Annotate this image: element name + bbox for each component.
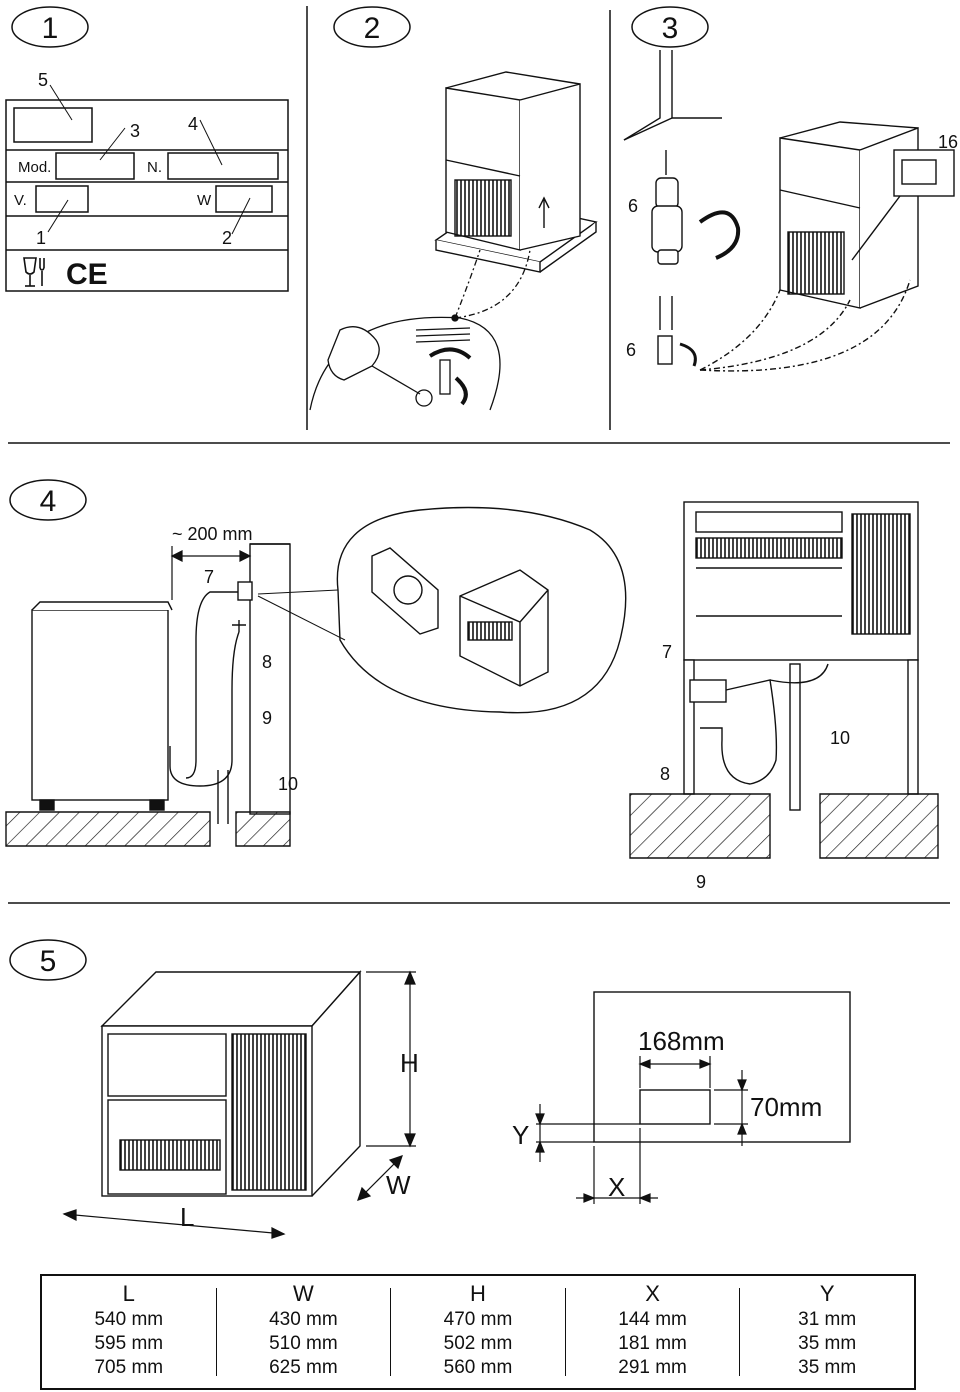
dimensions-table: L 540 mm 595 mm 705 mm W 430 mm 510 mm 6… [40,1274,916,1390]
left-callout-8: 8 [262,652,272,672]
table-header: Y [819,1281,835,1306]
table-cell: 35 mm [798,1333,857,1354]
dim-L-label: L [180,1202,194,1232]
table-col-H: H 470 mm 502 mm 560 mm [391,1276,565,1388]
table-cell: 595 mm [94,1333,164,1354]
unit-on-pallet [434,71,598,273]
table-cell: 144 mm [618,1309,687,1330]
right-callout-7: 7 [662,642,672,662]
plate-callout-3: 3 [130,121,140,141]
distance-label: ~ 200 mm [172,524,253,544]
wrench-detail [309,249,531,411]
icemaker-unit-3 [699,121,955,372]
icemaker-dimension-view [100,970,362,1197]
dim-H-label: H [400,1048,419,1078]
step-badge-1: 1 [11,6,89,48]
table-col-W: W 430 mm 510 mm 625 mm [217,1276,391,1388]
panel-dividers [8,6,950,904]
cutout-width-label: 168mm [638,1026,725,1056]
right-callout-9: 9 [696,872,706,892]
dim-Y-label: Y [512,1120,529,1150]
cutout-dimensions [535,1056,748,1204]
table-cell: 510 mm [269,1333,338,1354]
table-cell: 31 mm [798,1309,857,1330]
table-header: W [293,1281,314,1306]
table-header: H [470,1281,486,1306]
dimension-arrows [62,970,416,1239]
step-badge-4: 4 [9,479,87,521]
floor-left [5,811,291,847]
foot-callout-6b: 6 [626,340,636,360]
plate-callout-1: 1 [36,228,46,248]
left-callout-9: 9 [262,708,272,728]
plate-n-label: N. [147,159,162,176]
cutout-panel [593,991,851,1143]
cutout-height-label: 70mm [750,1092,822,1122]
foot-detail [623,50,741,367]
install-left [31,543,291,824]
plate-callout-2: 2 [222,228,232,248]
left-callout-7: 7 [204,567,214,587]
table-col-X: X 144 mm 181 mm 291 mm [566,1276,740,1388]
svg-text:4: 4 [40,485,57,518]
rating-plate [5,84,289,292]
table-col-L: L 540 mm 595 mm 705 mm [42,1276,216,1388]
table-cell: 502 mm [443,1333,513,1354]
table-cell: 625 mm [269,1357,338,1378]
plate-w-label: W [197,192,212,209]
glass-fork-icon [23,257,45,287]
plate-v-label: V. [14,192,27,209]
install-right [683,501,919,811]
table-cell: 560 mm [443,1357,513,1378]
table-col-Y: Y 31 mm 35 mm 35 mm [740,1276,914,1388]
callout-16: 16 [938,132,958,152]
dim-X-label: X [608,1172,625,1202]
table-cell: 430 mm [269,1309,338,1330]
step-badge-2: 2 [333,6,411,48]
left-callout-10: 10 [278,774,298,794]
step-badge-3: 3 [631,6,709,48]
socket-detail [257,506,627,714]
table-divider [564,1288,566,1376]
table-cell: 181 mm [618,1333,687,1354]
right-callout-10: 10 [830,728,850,748]
table-divider [739,1288,741,1376]
table-header: L [122,1281,135,1306]
table-divider [390,1288,392,1376]
step-badge-5: 5 [9,939,87,981]
plate-callout-5: 5 [38,70,48,90]
plate-callout-4: 4 [188,114,198,134]
table-header: X [645,1281,660,1306]
svg-text:1: 1 [42,12,59,45]
plate-mod-label: Mod. [18,159,51,176]
right-callout-8: 8 [660,764,670,784]
table-cell: 705 mm [94,1357,164,1378]
distance-arrow [170,546,252,600]
svg-text:5: 5 [40,945,57,978]
ce-mark: CE [66,258,108,291]
dim-W-label: W [386,1170,411,1200]
svg-text:2: 2 [364,12,381,45]
table-cell: 540 mm [94,1309,164,1330]
table-cell: 291 mm [618,1357,687,1378]
table-cell: 470 mm [443,1309,513,1330]
table-cell: 35 mm [798,1357,857,1378]
floor-right [629,793,939,859]
svg-text:3: 3 [662,12,679,45]
foot-callout-6a: 6 [628,196,638,216]
table-divider [215,1288,217,1376]
